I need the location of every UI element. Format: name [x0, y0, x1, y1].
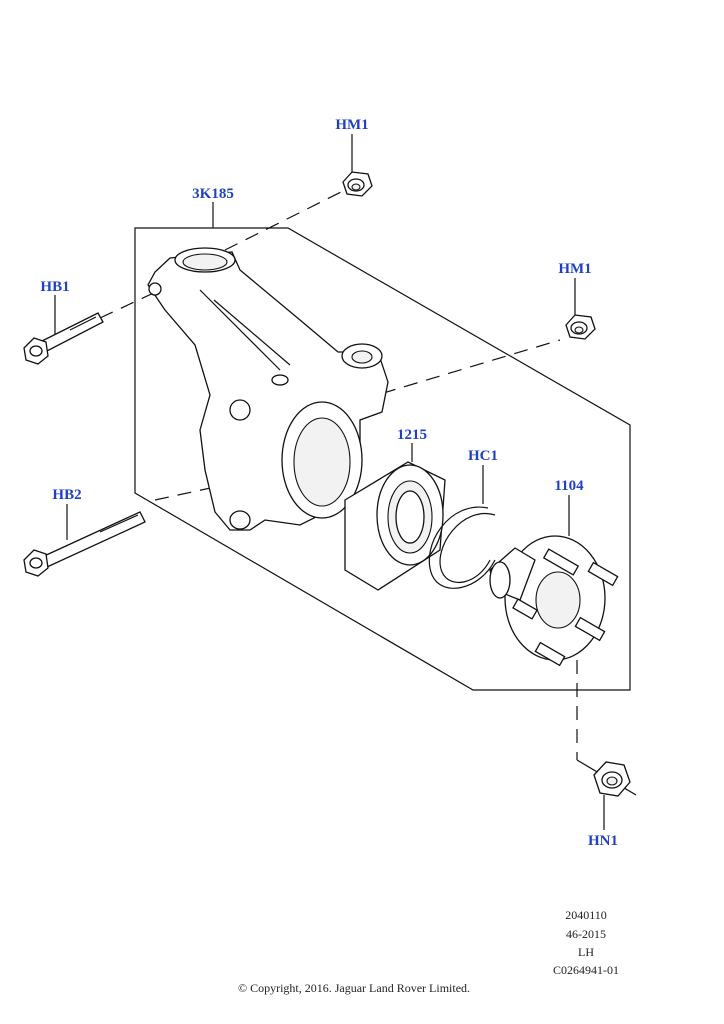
hb2-bolt: [23, 511, 146, 577]
drawing-number: 2040110: [565, 908, 607, 922]
callout-hb1: HB1: [40, 279, 69, 295]
callout-bearing: 1215: [397, 427, 427, 443]
steering-knuckle: [147, 247, 389, 531]
wheel-hub: [489, 535, 619, 667]
callout-hm1-top: HM1: [335, 117, 368, 133]
hn1-nut: [593, 761, 631, 797]
illustration-code: C0264941-01: [553, 963, 619, 977]
copyright-notice: © Copyright, 2016. Jaguar Land Rover Lim…: [237, 981, 471, 995]
callout-circlip: HC1: [468, 448, 498, 464]
callout-hub: 1104: [554, 478, 584, 494]
hm1-nut-top: [342, 171, 373, 197]
model-year: 46-2015: [566, 927, 606, 941]
callout-hn1: HN1: [588, 833, 618, 849]
callout-hb2: HB2: [52, 487, 81, 503]
wheel-bearing: [344, 461, 446, 591]
circlip: [428, 506, 496, 589]
side-indicator: LH: [578, 945, 594, 959]
hm1-nut-right: [565, 314, 596, 340]
callout-knuckle: 3K185: [192, 186, 234, 202]
assembly-outline: [134, 227, 631, 691]
callout-hm1-right: HM1: [558, 261, 591, 277]
hb1-bolt: [23, 312, 104, 365]
